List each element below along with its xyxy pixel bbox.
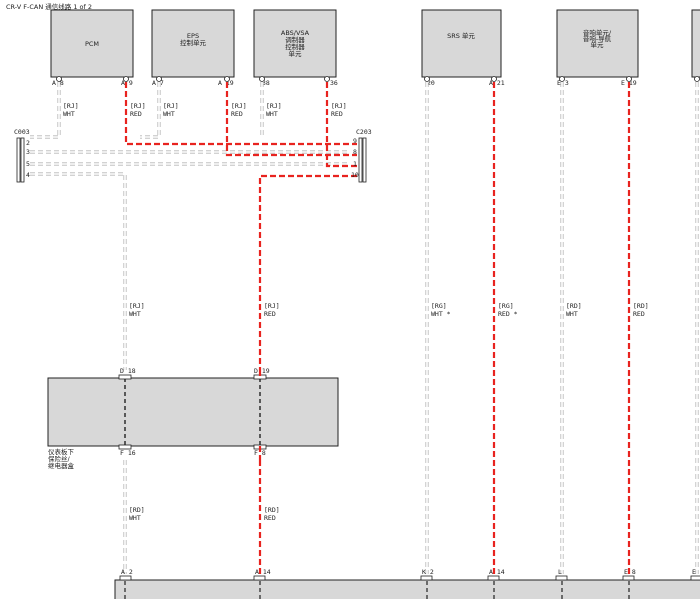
wire-label: [RJ] xyxy=(331,102,347,110)
pin-label: K 2 xyxy=(422,568,434,576)
wire-label: WHT xyxy=(129,514,141,522)
module-srs: SRS 单元 20 A 21 xyxy=(421,9,505,87)
connector-c203: C203 9 8 1 10 xyxy=(351,128,372,183)
pin-label: 38 xyxy=(262,79,270,87)
module-srs-label: SRS 单元 xyxy=(447,31,475,40)
module-abs-label-2: 调制器 xyxy=(285,35,305,44)
wire-label: RED xyxy=(130,110,142,118)
wire-label: RED xyxy=(264,514,276,522)
wire-labels-middle: [RJ] WHT [RJ] RED [RG] WHT * [RG] RED * … xyxy=(129,302,649,318)
pin-label: 36 xyxy=(330,79,338,87)
pin-label: 3 xyxy=(26,148,30,156)
module-abs-vsa: ABS/VSA 调制器 控制器 单元 38 36 xyxy=(253,9,338,87)
pin-label: 20 xyxy=(427,79,435,87)
pin-label: 10 xyxy=(351,171,359,179)
module-abs-label-4: 单元 xyxy=(289,49,303,58)
wire-label: [RJ] xyxy=(129,302,145,310)
pin-label: 5 xyxy=(26,160,30,168)
wire-label: [RJ] xyxy=(130,102,146,110)
wire-label: [RJ] xyxy=(266,102,282,110)
wire-label: [RG] xyxy=(498,302,514,310)
wire-label: [RD] xyxy=(264,506,280,514)
pin-label: 2 xyxy=(26,139,30,147)
pin-label: 1 xyxy=(353,160,357,168)
module-pcm: PCM A 8 A 9 xyxy=(50,9,134,87)
wire-label: WHT xyxy=(566,310,578,318)
pin-label: A 2 xyxy=(121,568,133,576)
wire-labels-upper: [RJ] WHT [RJ] RED [RJ] WHT [RJ] RED [RJ]… xyxy=(63,102,347,118)
wire-label: [RJ] xyxy=(163,102,179,110)
module-pcm-label: PCM xyxy=(85,40,99,48)
pin-label: A 14 xyxy=(255,568,271,576)
pin-label: E 8 xyxy=(624,568,636,576)
module-cut-off xyxy=(691,9,700,78)
wire-label: [RD] xyxy=(633,302,649,310)
can-high-wires xyxy=(124,82,631,574)
pin-label: 4 xyxy=(26,171,30,179)
pin-label: L xyxy=(558,568,562,576)
wire-label: RED xyxy=(633,310,645,318)
wire-label: WHT xyxy=(63,110,75,118)
pin-label: A 21 xyxy=(489,79,505,87)
connector-c003: C003 2 3 5 4 xyxy=(14,128,30,183)
wire-label: [RJ] xyxy=(264,302,280,310)
top-terminals xyxy=(56,76,700,82)
pin-label: A 14 xyxy=(489,568,505,576)
wire-label: [RD] xyxy=(566,302,582,310)
module-audio-label-2: 音响-导航 xyxy=(583,34,612,43)
pin-label: 9 xyxy=(353,137,357,145)
wire-labels-lower: [RD] WHT [RD] RED xyxy=(129,506,280,522)
wire-label: RED * xyxy=(498,310,518,318)
diagram-title: CR-V F-CAN 通信线路 1 of 2 xyxy=(6,2,92,11)
module-eps-label-1: EPS xyxy=(187,32,199,40)
wire-label: RED xyxy=(331,110,343,118)
wire-label: WHT xyxy=(129,310,141,318)
wire-label: WHT * xyxy=(431,310,451,318)
connector-c203-label: C203 xyxy=(356,128,372,136)
wire-label: [RJ] xyxy=(231,102,247,110)
pin-label: F 16 xyxy=(120,449,136,457)
fuse-box-label-3: 继电器盒 xyxy=(48,461,75,470)
fuse-relay-box: D 18 D 19 F 16 F 8 仪表板下 保险丝/ 继电器盒 xyxy=(47,367,339,470)
wire-label: RED xyxy=(231,110,243,118)
wire-label: [RD] xyxy=(129,506,145,514)
wire-label: RED xyxy=(264,310,276,318)
wire-label: WHT xyxy=(266,110,278,118)
wire-label: WHT xyxy=(163,110,175,118)
module-audio-label-1: 音响单元/ xyxy=(583,28,612,37)
pin-label: D 19 xyxy=(254,367,270,375)
fuse-box-label-2: 保险丝/ xyxy=(48,454,71,463)
connector-c003-label: C003 xyxy=(14,128,30,136)
fuse-box-label-1: 仪表板下 xyxy=(48,447,75,456)
pin-label: 8 xyxy=(353,148,357,156)
wire-label: [RG] xyxy=(431,302,447,310)
pin-label: A 19 xyxy=(218,79,234,87)
wire-label: [RJ] xyxy=(63,102,79,110)
module-eps: EPS 控制单元 A 7 A 19 xyxy=(151,9,235,87)
module-audio-label-3: 单元 xyxy=(591,40,605,49)
module-abs-label-1: ABS/VSA xyxy=(281,29,310,37)
module-abs-label-3: 控制器 xyxy=(285,42,305,51)
module-eps-label-2: 控制单元 xyxy=(180,38,207,47)
module-audio: 音响单元/ 音响-导航 单元 E 3 E 19 xyxy=(556,9,639,87)
pin-label: E xyxy=(692,568,696,576)
pin-label: F 8 xyxy=(254,449,266,457)
bottom-module: A 2 A 14 K 2 A 14 L E 8 E xyxy=(114,568,700,599)
pin-label: D 18 xyxy=(120,367,136,375)
